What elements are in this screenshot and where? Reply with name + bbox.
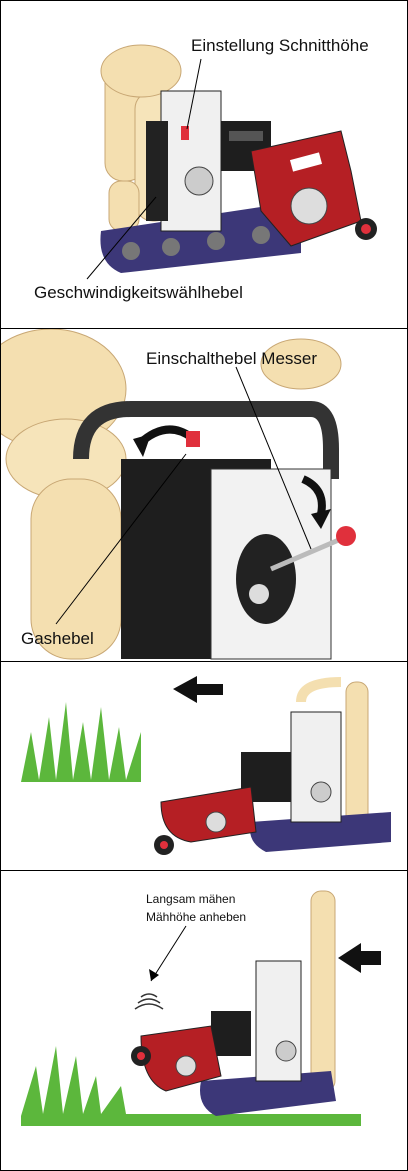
panel-cutting-height: Einstellung Schnitthöhe Geschwindigkeits…: [1, 1, 407, 329]
panel-forward-mowing: [1, 662, 407, 871]
mower-illustration-3: [1, 662, 407, 870]
label-throttle: Gashebel: [21, 629, 94, 649]
label-raise-height: Mähhöhe anheben: [146, 909, 246, 925]
grass-clump: [21, 702, 141, 782]
label-speed-lever: Geschwindigkeitswählhebel: [34, 283, 243, 303]
mannequin-figure: [311, 891, 335, 1091]
throttle-lever: [133, 429, 200, 457]
arrow-left-icon: [338, 943, 381, 973]
label-blade-lever: Einschalthebel Messer: [146, 349, 317, 369]
mower-body: [131, 961, 336, 1116]
panel-slow-mowing: Langsam mähen Mähhöhe anheben: [1, 871, 407, 1170]
label-slow-mow: Langsam mähen: [146, 891, 235, 907]
label-cutting-height: Einstellung Schnitthöhe: [191, 36, 369, 56]
leader-line-slow-mow: [151, 926, 186, 981]
panel-levers: Einschalthebel Messer Gashebel: [1, 329, 407, 662]
sound-waves-icon: [135, 994, 163, 1009]
mower-illustration-2: [1, 329, 407, 661]
arrow-left-icon: [173, 676, 223, 703]
